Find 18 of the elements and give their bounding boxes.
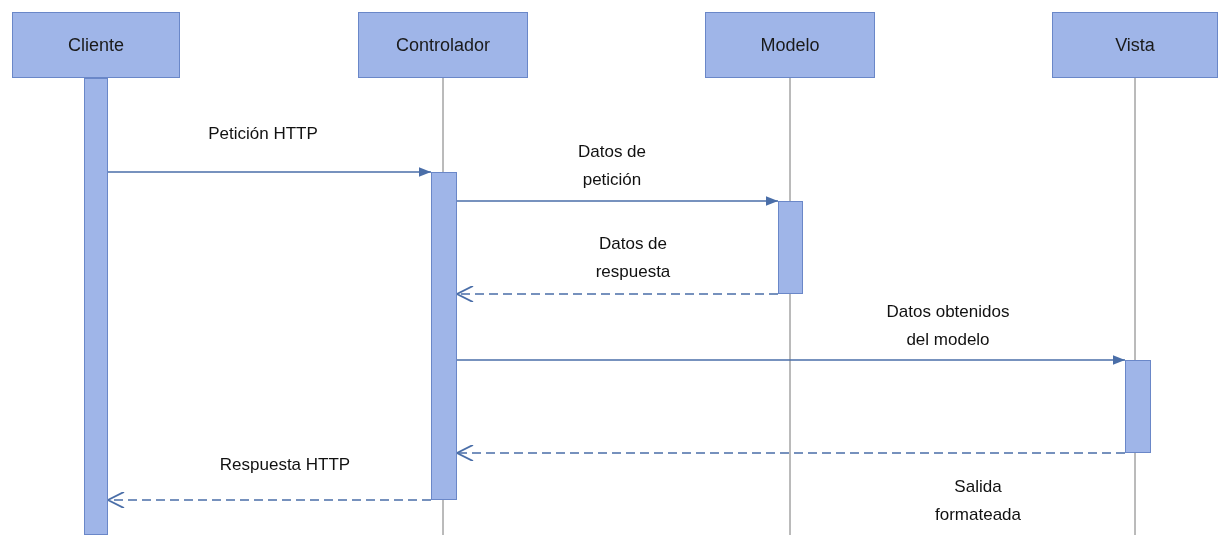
- activation-bar: [84, 78, 108, 535]
- message-arrow: [456, 196, 779, 206]
- participant-name: Modelo: [760, 34, 820, 56]
- participant-box: [358, 12, 528, 78]
- activation-bar: [1125, 360, 1151, 453]
- return-arrow: [456, 444, 1126, 462]
- participant-box: [1052, 12, 1218, 78]
- activation-bar: [778, 201, 803, 294]
- participant-box: [705, 12, 875, 78]
- return-arrow: [107, 491, 432, 509]
- participant-name: Controlador: [395, 34, 491, 56]
- message-arrow: [456, 355, 1126, 365]
- participant-name: Cliente: [68, 34, 124, 56]
- participant-name: Vista: [1115, 34, 1155, 56]
- participant-box: [12, 12, 180, 78]
- activation-bar: [431, 172, 457, 500]
- message-arrow: [107, 167, 432, 177]
- return-arrow: [456, 285, 779, 303]
